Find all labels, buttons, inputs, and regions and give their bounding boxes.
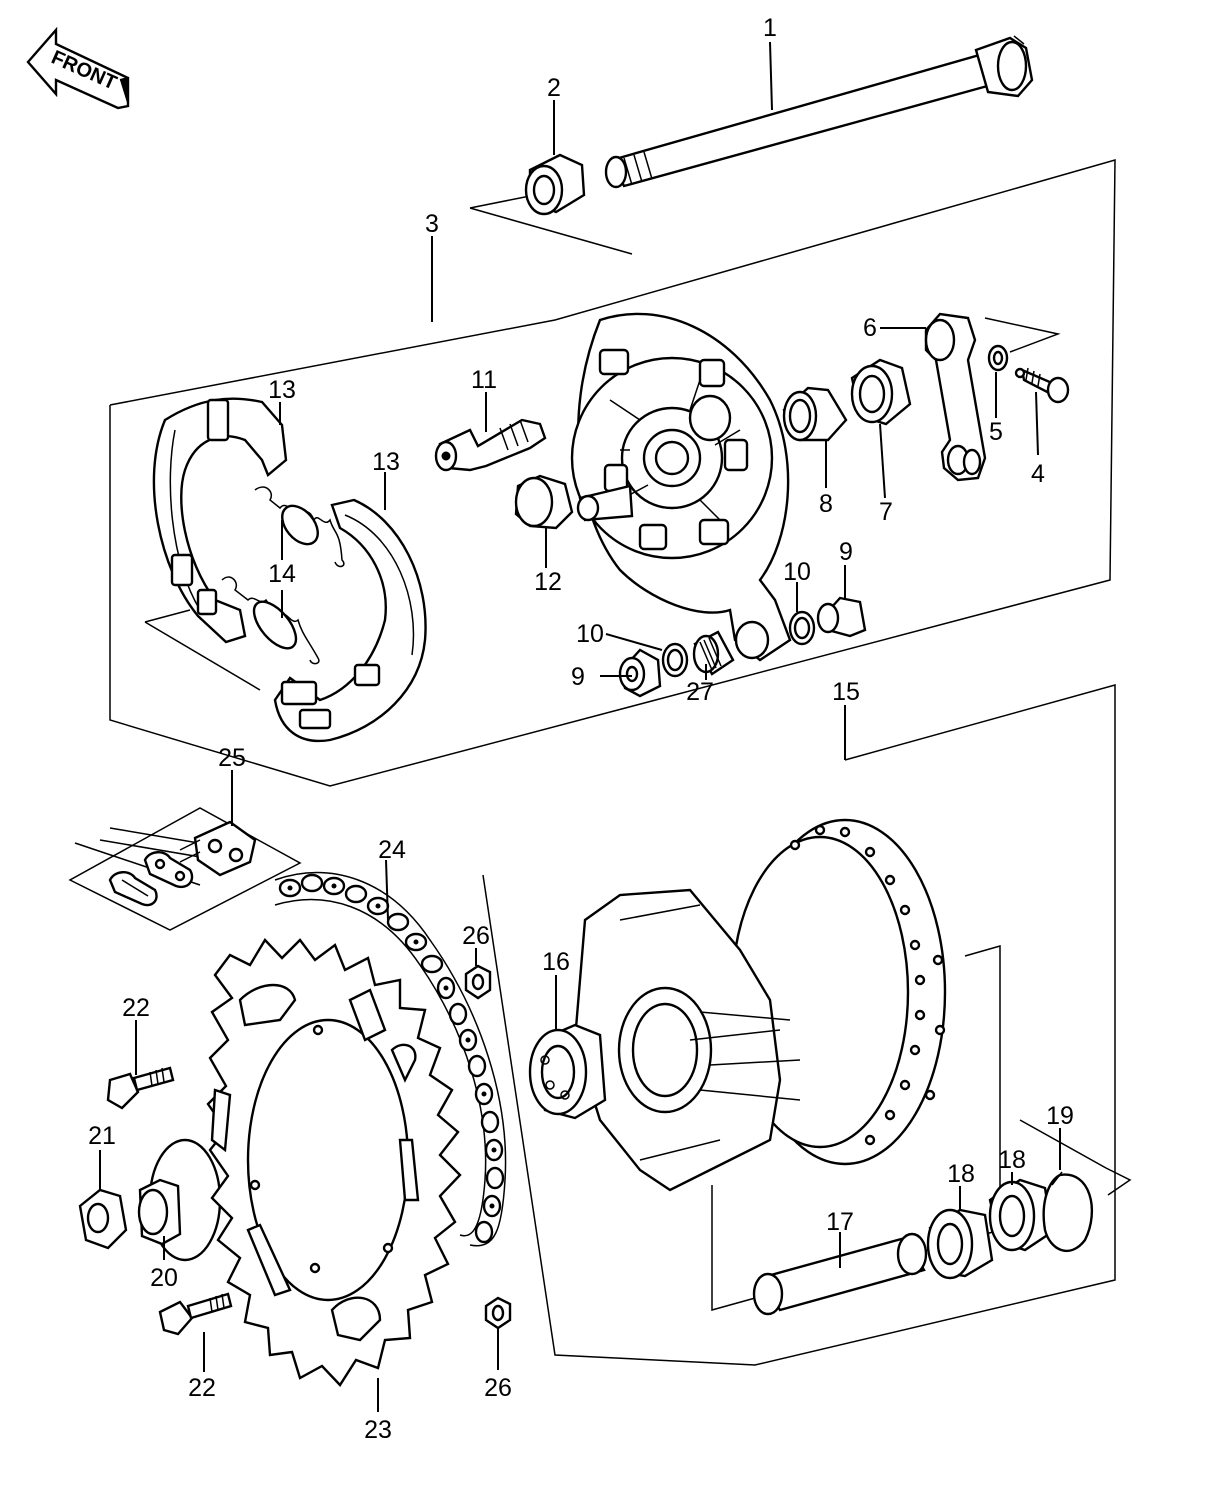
brake-cam xyxy=(434,418,547,472)
o-ring-upper xyxy=(788,610,816,646)
part-label-11: 11 xyxy=(471,366,497,394)
circlip xyxy=(1042,1171,1093,1252)
wheel-hub xyxy=(573,818,947,1192)
part-label-19: 19 xyxy=(1046,1102,1074,1130)
lever-bolt xyxy=(1014,367,1070,404)
part-label-3: 3 xyxy=(425,210,439,238)
chain-links xyxy=(278,873,505,1244)
part-label-17: 17 xyxy=(826,1208,854,1236)
part-label-10-lower: 10 xyxy=(576,620,604,648)
part-label-26-lower: 26 xyxy=(484,1374,512,1402)
o-ring-lower xyxy=(661,642,689,678)
part-label-1: 1 xyxy=(763,14,777,42)
part-label-7: 7 xyxy=(879,498,893,526)
part-label-5: 5 xyxy=(989,418,1003,446)
axle-collar xyxy=(524,153,586,216)
sprocket-bolt-upper xyxy=(106,1066,175,1110)
cam-seal xyxy=(850,358,912,426)
cam-collar xyxy=(782,386,848,442)
part-label-25: 25 xyxy=(218,744,246,772)
bushing-lower xyxy=(618,648,662,698)
front-arrow-icon: FRONT xyxy=(26,26,130,110)
part-label-27: 27 xyxy=(686,678,714,706)
part-label-4: 4 xyxy=(1031,460,1045,488)
part-label-9-upper: 9 xyxy=(839,538,853,566)
chain-joint xyxy=(108,820,257,907)
needle-bearing xyxy=(692,630,735,676)
brake-shoe-upper xyxy=(152,397,288,644)
sprocket-bolt-lower xyxy=(158,1292,233,1336)
hub-bearing-left xyxy=(528,1023,607,1120)
nut-lower xyxy=(484,1296,512,1330)
part-label-23: 23 xyxy=(364,1416,392,1444)
part-label-8: 8 xyxy=(819,490,833,518)
group-outlines xyxy=(68,159,1132,1366)
brake-panel xyxy=(570,312,792,662)
part-label-18-outer: 18 xyxy=(998,1146,1026,1174)
part-label-22-lower: 22 xyxy=(188,1374,216,1402)
axle xyxy=(604,35,1034,189)
part-label-26-upper: 26 xyxy=(462,922,490,950)
part-label-18-inner: 18 xyxy=(947,1160,975,1188)
part-label-16: 16 xyxy=(542,948,570,976)
hub-bearing-right-outer xyxy=(988,1178,1054,1252)
brake-shoe-lower xyxy=(273,498,427,743)
part-label-24: 24 xyxy=(378,836,406,864)
part-number-labels: 1 2 3 4 5 6 7 8 9 9 10 10 11 12 13 13 14… xyxy=(88,14,1074,1444)
part-label-6: 6 xyxy=(863,314,877,342)
part-label-21: 21 xyxy=(88,1122,116,1150)
part-label-2: 2 xyxy=(547,74,561,102)
part-label-13-upper: 13 xyxy=(268,376,296,404)
hub-bearing-right-inner xyxy=(926,1208,994,1280)
dust-seal xyxy=(514,474,574,530)
part-label-10-upper: 10 xyxy=(783,558,811,586)
cam-lever xyxy=(924,312,987,482)
part-label-20: 20 xyxy=(150,1264,178,1292)
part-label-9-lower: 9 xyxy=(571,663,585,691)
part-label-15: 15 xyxy=(832,678,860,706)
bushing-upper xyxy=(816,596,867,638)
nut-upper xyxy=(464,964,492,1000)
axle-nut xyxy=(78,1188,128,1250)
part-label-12: 12 xyxy=(534,568,562,596)
part-label-22-upper: 22 xyxy=(122,994,150,1022)
leader-lines xyxy=(99,41,1061,1412)
drive-chain xyxy=(274,871,507,1247)
part-label-14: 14 xyxy=(268,560,296,588)
shoe-spring-upper xyxy=(254,486,345,568)
sprocket-flange xyxy=(137,1138,222,1262)
part-label-13-lower: 13 xyxy=(372,448,400,476)
hub-spoke-holes xyxy=(789,824,946,1146)
rear-sprocket xyxy=(206,938,462,1387)
hub-spacer xyxy=(752,1232,928,1316)
lever-washer xyxy=(987,344,1009,372)
